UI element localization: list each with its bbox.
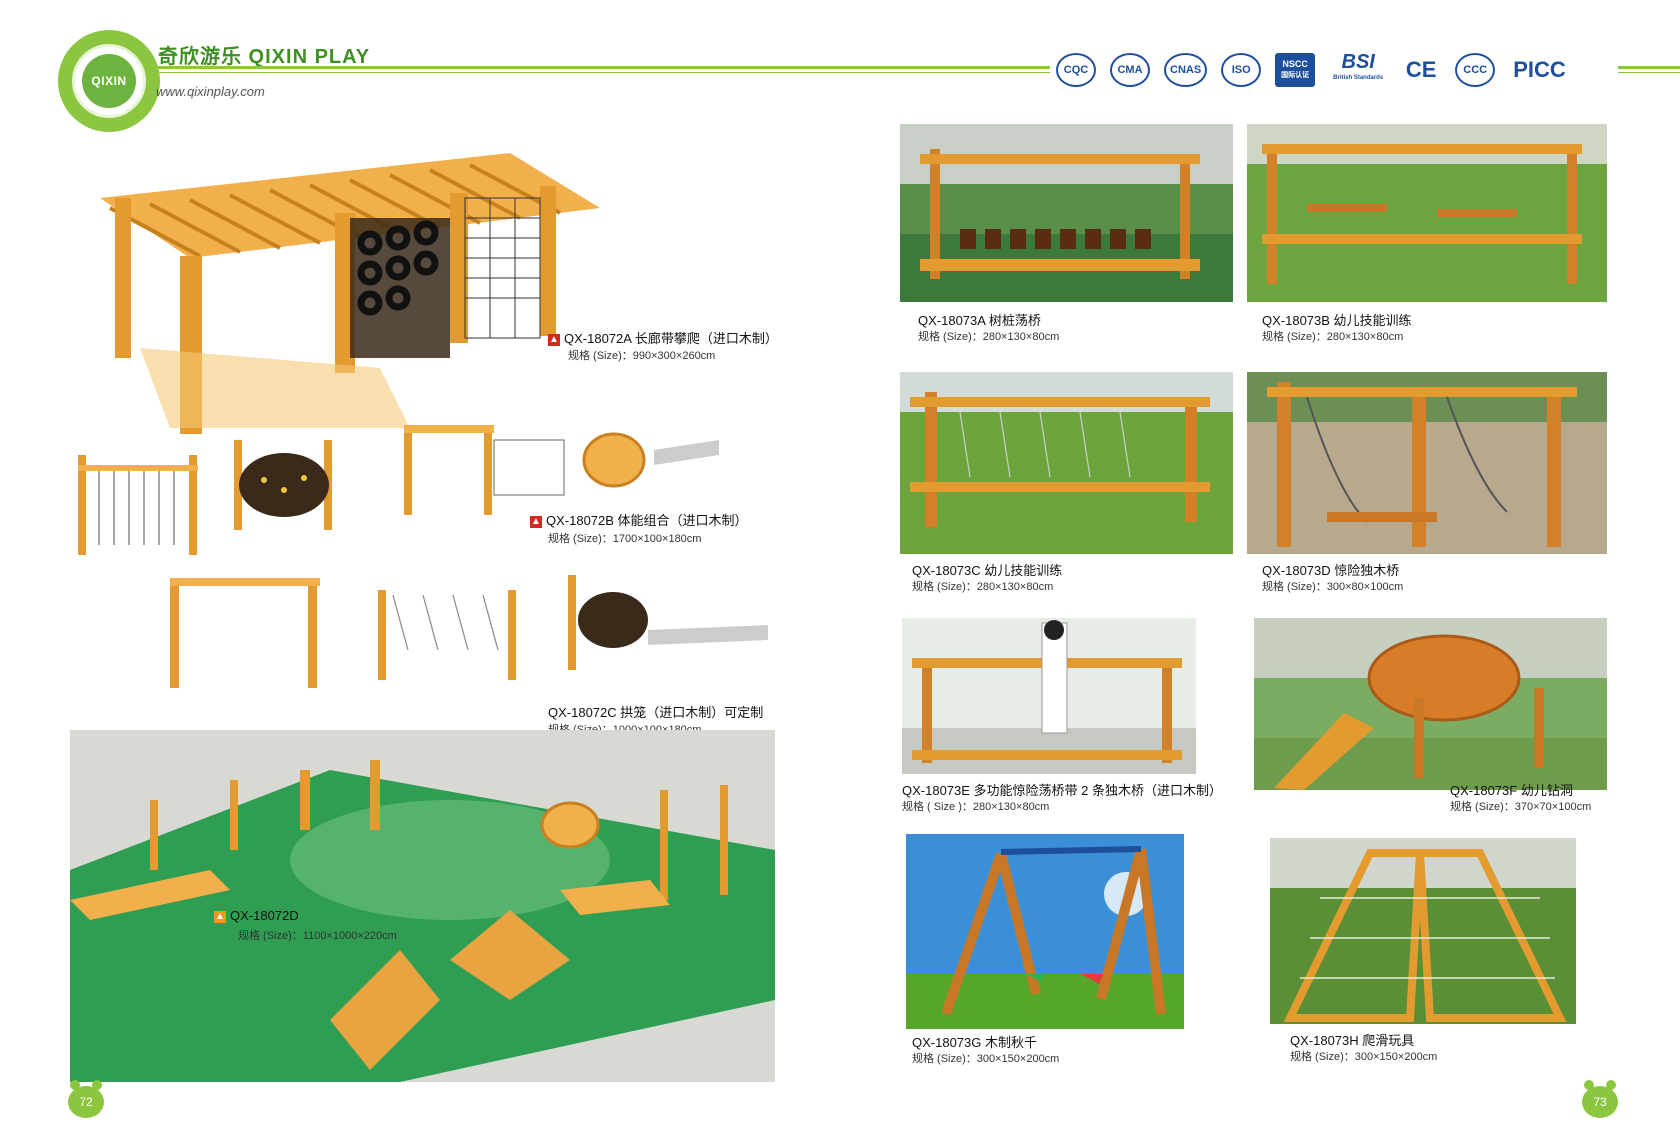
arrow-up-icon: ▲ <box>548 333 560 346</box>
header-rule-left <box>150 66 1050 69</box>
brand-logo: QIXIN <box>82 54 136 108</box>
product-image-18073h <box>1270 838 1576 1024</box>
nscc-sub: 国际认证 <box>1281 72 1310 79</box>
cert-nscc-icon: NSCC 国际认证 <box>1275 53 1316 87</box>
product-image-18072a <box>80 138 640 438</box>
product-image-18073f <box>1254 618 1607 790</box>
cert-picc-icon: PICC <box>1513 57 1566 82</box>
product-image-18073a <box>900 124 1233 302</box>
cert-iso-icon: ISO <box>1221 53 1262 87</box>
product-image-18073d <box>1247 372 1607 554</box>
header-rule-right-thin <box>1618 72 1680 73</box>
product-title-18072d: ▲ QX-18072D <box>214 908 299 923</box>
product-size-18073a: 规格 (Size)：280×130×80cm <box>918 331 1060 343</box>
product-image-18072b <box>74 410 774 560</box>
product-title-18072a: ▲ QX-18072A 长廊带攀爬（进口木制） <box>548 328 778 347</box>
product-size-18073f: 规格 (Size)：370×70×100cm <box>1450 801 1592 813</box>
product-size-18072a: 规格 (Size)：990×300×260cm <box>568 350 716 362</box>
header-rule-right <box>1618 66 1680 69</box>
product-title-18073a: QX-18073A 树桩荡桥 <box>918 313 1041 328</box>
product-code-18072d: QX-18072D <box>230 908 299 923</box>
certification-logos: CQC CMA CNAS ISO NSCC 国际认证 BSI British S… <box>1056 50 1616 90</box>
product-title-18073g: QX-18073G 木制秋千 <box>912 1035 1037 1050</box>
product-title-18073f: QX-18073F 幼儿钻洞 <box>1450 783 1573 798</box>
cert-ce-icon: CE <box>1405 57 1437 82</box>
website-url: www.qixinplay.com <box>156 84 265 99</box>
product-title-18072b: ▲ QX-18072B 体能组合（进口木制） <box>530 510 748 529</box>
brand-name: 奇欣游乐 QIXIN PLAY <box>158 46 371 68</box>
product-size-18073h: 规格 (Size)：300×150×200cm <box>1290 1051 1438 1063</box>
product-image-18073e <box>902 618 1196 774</box>
bsi-label: BSI <box>1341 51 1375 73</box>
cert-cma-icon: CMA <box>1110 53 1150 87</box>
bsi-sub: British Standards <box>1333 75 1384 81</box>
product-title-18073c: QX-18073C 幼儿技能训练 <box>912 563 1063 578</box>
product-title-18073e: QX-18073E 多功能惊险荡桥带 2 条独木桥（进口木制） <box>902 783 1222 798</box>
product-code-18072a: QX-18072A 长廊带攀爬（进口木制） <box>564 331 778 346</box>
product-image-18073b <box>1247 124 1607 302</box>
logo-text: QIXIN <box>91 74 127 88</box>
product-title-18073d: QX-18073D 惊险独木桥 <box>1262 563 1400 578</box>
product-size-18072b: 规格 (Size)：1700×100×180cm <box>548 533 702 545</box>
cert-cnas-icon: CNAS <box>1164 53 1208 87</box>
product-image-18073g <box>906 834 1184 1029</box>
arrow-up-icon: ▲ <box>214 910 226 923</box>
product-title-18073b: QX-18073B 幼儿技能训练 <box>1262 313 1412 328</box>
cert-bsi-icon: BSI British Standards <box>1329 51 1387 87</box>
cert-cqc-icon: CQC <box>1056 53 1096 87</box>
product-title-18073h: QX-18073H 爬滑玩具 <box>1290 1033 1415 1048</box>
product-size-18073g: 规格 (Size)：300×150×200cm <box>912 1053 1060 1065</box>
product-size-18072d: 规格 (Size)：1100×1000×220cm <box>238 930 397 942</box>
product-title-18072c: QX-18072C 拱笼（进口木制）可定制 <box>548 705 764 720</box>
product-code-18072b: QX-18072B 体能组合（进口木制） <box>546 513 748 528</box>
page-number-left: 72 <box>68 1080 104 1118</box>
product-image-18072c <box>168 570 778 695</box>
product-image-18072d <box>70 730 775 1082</box>
cert-ccc-icon: CCC <box>1455 53 1496 87</box>
page-number-right: 73 <box>1582 1080 1618 1118</box>
product-size-18073b: 规格 (Size)：280×130×80cm <box>1262 331 1404 343</box>
arrow-up-icon: ▲ <box>530 515 542 528</box>
nscc-label: NSCC <box>1282 59 1308 69</box>
header-rule-left-thin <box>150 72 1050 73</box>
product-size-18073d: 规格 (Size)：300×80×100cm <box>1262 581 1404 593</box>
product-image-18073c <box>900 372 1233 554</box>
product-size-18073c: 规格 (Size)：280×130×80cm <box>912 581 1054 593</box>
product-size-18073e: 规格 ( Size )：280×130×80cm <box>902 801 1050 813</box>
